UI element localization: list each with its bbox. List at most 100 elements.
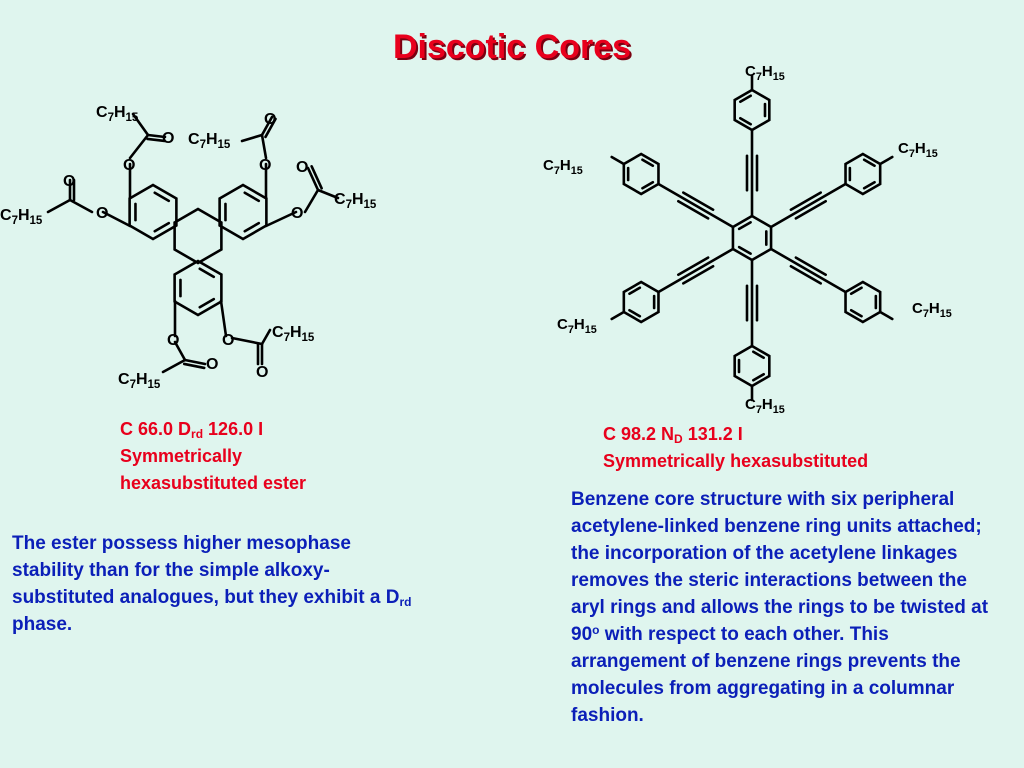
left-label-line2: Symmetrically xyxy=(120,446,243,466)
carbonyl-bond xyxy=(264,117,277,139)
phenyl-double-bond xyxy=(628,308,642,318)
heptyl-chain-label: C7H15 xyxy=(0,207,43,227)
alkyne-bond xyxy=(682,191,715,212)
oxygen-label: O xyxy=(296,159,308,176)
left-description-a: The ester possess higher mesophase stabi… xyxy=(12,533,400,608)
ester-bond xyxy=(260,133,268,160)
phenyl-double-bond xyxy=(739,116,753,126)
heptyl-chain-label: C7H15 xyxy=(898,140,938,160)
alkyne-bond xyxy=(789,191,822,212)
alkyl-bond xyxy=(260,328,272,346)
double-bond xyxy=(198,267,216,279)
phenyl-double-bond xyxy=(849,308,863,318)
ether-bond xyxy=(101,210,132,228)
right-transition-sub: D xyxy=(674,432,683,446)
carbonyl-bond xyxy=(146,137,166,143)
alkyl-bond xyxy=(161,358,187,374)
alkyl-bond xyxy=(316,188,340,200)
alkyl-bond xyxy=(131,112,150,137)
left-transition-sub: rd xyxy=(191,427,204,441)
oxygen-label: O xyxy=(162,130,174,147)
oxygen-label: O xyxy=(256,364,268,381)
oxygen-label: O xyxy=(96,205,108,222)
phenyl-ring xyxy=(844,280,882,324)
alkyne-bond xyxy=(769,182,847,229)
slide-title: Discotic Cores xyxy=(392,28,632,66)
phenyl-double-bond xyxy=(849,286,863,296)
heptyl-chain-label: C7H15 xyxy=(96,104,139,124)
left-transition-text-b: 126.0 I xyxy=(203,419,264,439)
carbonyl-bond xyxy=(306,166,320,192)
double-bond xyxy=(243,191,261,203)
phenyl-double-bond xyxy=(751,350,765,360)
double-bond xyxy=(153,191,171,203)
phenyl-double-bond xyxy=(862,158,876,168)
oxygen-label: O xyxy=(291,205,303,222)
alkyne-bond xyxy=(677,256,710,277)
heptyl-chain-label: C7H15 xyxy=(334,191,377,211)
right-description: Benzene core structure with six peripher… xyxy=(571,486,991,729)
heptyl-chain-label: C7H15 xyxy=(188,131,231,151)
phenyl-ring xyxy=(622,280,660,324)
oxygen-label: O xyxy=(222,332,234,349)
phenyl-ring xyxy=(733,88,771,132)
phenyl-ring xyxy=(844,152,882,196)
ester-bond xyxy=(68,198,94,214)
carbonyl-bond xyxy=(146,133,167,139)
alkyl-bond xyxy=(878,155,894,166)
ester-bond xyxy=(128,133,150,160)
left-transition-text-a: C 66.0 D xyxy=(120,419,192,439)
right-phase-transition: C 98.2 ND 131.2 I xyxy=(603,423,743,445)
alkyl-bond xyxy=(46,198,72,214)
ether-bond xyxy=(264,210,298,228)
right-label-line2: Symmetrically hexasubstituted xyxy=(603,451,869,471)
ester-bond xyxy=(173,340,187,362)
phenyl-double-bond xyxy=(641,180,655,190)
double-bond xyxy=(153,221,171,233)
right-description-sup: o xyxy=(592,623,600,637)
heptyl-chain-label: C7H15 xyxy=(557,316,597,336)
phenyl-double-bond xyxy=(862,180,876,190)
left-description-sub: rd xyxy=(399,595,412,609)
oxygen-label: O xyxy=(167,332,179,349)
carbonyl-bond xyxy=(260,115,274,137)
phenyl-double-bond xyxy=(751,372,765,382)
oxygen-label: O xyxy=(123,157,135,174)
ether-bond xyxy=(219,299,228,338)
core-double-bond xyxy=(737,245,752,255)
phenyl-ring xyxy=(622,152,660,196)
alkyl-bond xyxy=(610,310,626,321)
right-transition-text-b: 131.2 I xyxy=(682,424,743,444)
ester-bond xyxy=(230,336,264,346)
oxygen-label: O xyxy=(264,111,276,128)
carbonyl-bond xyxy=(310,165,323,190)
left-label-line3: hexasubstituted ester xyxy=(120,473,307,493)
alkyl-bond xyxy=(240,133,264,143)
heptyl-chain-label: C7H15 xyxy=(118,371,161,391)
right-transition-text-a: C 98.2 N xyxy=(603,424,675,444)
alkyne-bond xyxy=(769,247,847,294)
right-description-a: Benzene core structure with six peripher… xyxy=(571,489,989,645)
alkyne-bond xyxy=(657,182,735,229)
phenyl-double-bond xyxy=(641,158,655,168)
heptyl-chain-label: C7H15 xyxy=(745,396,785,416)
alkyne-bond xyxy=(794,256,827,277)
phenyl-double-bond xyxy=(739,94,753,104)
alkyne-bond xyxy=(657,247,735,294)
oxygen-label: O xyxy=(63,173,75,190)
oxygen-label: O xyxy=(206,356,218,373)
outer-ring xyxy=(173,259,223,317)
oxygen-label: O xyxy=(259,157,271,174)
central-ring xyxy=(173,207,223,265)
ester-bond xyxy=(303,188,320,214)
heptyl-chain-label: C7H15 xyxy=(543,157,583,177)
left-description: The ester possess higher mesophase stabi… xyxy=(12,530,424,638)
alkyne-bond xyxy=(789,264,822,285)
alkyl-bond xyxy=(878,310,894,321)
phenyl-ring xyxy=(733,344,771,388)
carbonyl-bond xyxy=(183,358,207,366)
alkyne-bond xyxy=(794,199,827,220)
heptyl-chain-label: C7H15 xyxy=(272,324,315,344)
double-bond xyxy=(243,221,261,233)
